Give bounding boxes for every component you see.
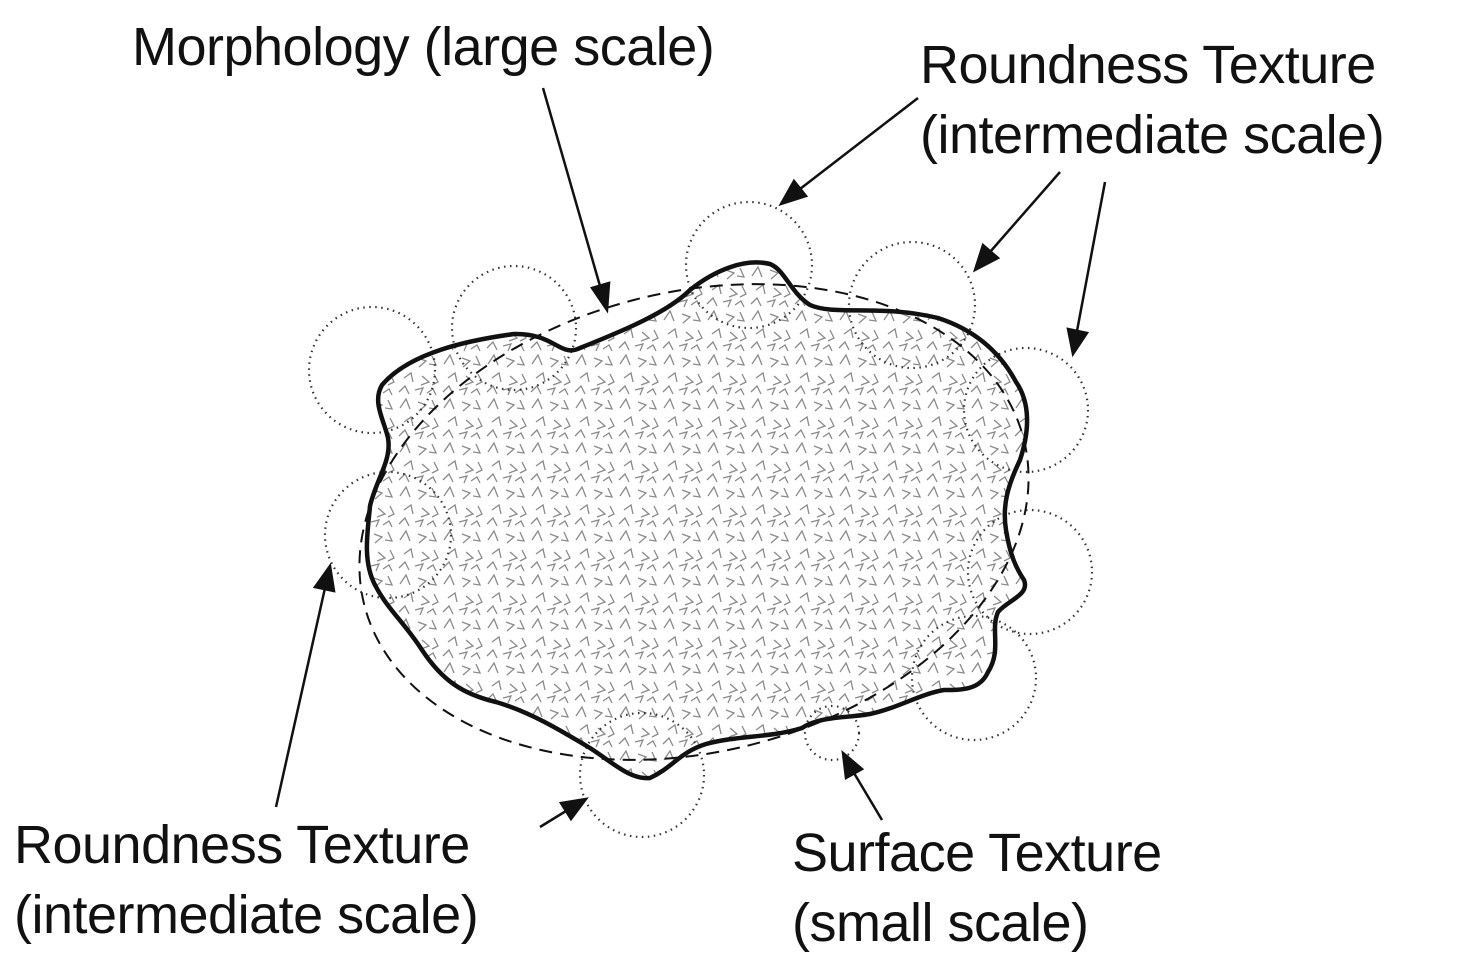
surface-texture-label-line2: (small scale) [792,893,1089,953]
surface-texture-circle [803,704,861,762]
morphology-arrow [541,87,611,314]
roundness-circles [307,200,1094,839]
roundness-texture-label-bottom-line1: Roundness Texture [14,815,470,875]
roundness-top-arrow-2 [972,171,1061,273]
roundness-texture-label-top-line1: Roundness Texture [920,35,1376,95]
roundness-top-arrow-1 [778,97,919,207]
roundness-texture-label-top: Roundness Texture (intermediate scale) [920,30,1385,170]
surface-texture-label: Surface Texture (small scale) [792,818,1162,958]
grain-outline [364,260,1030,781]
roundness-circle [966,508,1094,636]
morphology-label: Morphology (large scale) [132,12,715,82]
roundness-circle [578,711,706,839]
surface-texture-arrow [841,750,884,821]
roundness-circle [962,346,1090,474]
roundness-texture-label-bottom: Roundness Texture (intermediate scale) [14,810,479,950]
morphology-label-text: Morphology (large scale) [132,17,715,77]
roundness-texture-label-top-line2: (intermediate scale) [920,105,1385,165]
surface-texture-label-line1: Surface Texture [792,823,1162,883]
roundness-bottom-arrow-1 [274,562,336,808]
roundness-circle [684,200,814,330]
pointer-arrows [274,87,1107,829]
roundness-circle [323,470,453,600]
roundness-circle [307,305,437,435]
roundness-circle [450,264,578,392]
roundness-circle [910,614,1038,742]
roundness-texture-label-bottom-line2: (intermediate scale) [14,885,479,945]
roundness-bottom-arrow-2 [539,797,589,829]
roundness-circle [847,240,977,370]
roundness-top-arrow-3 [1066,181,1107,358]
grain-texture-fill [366,262,1028,779]
